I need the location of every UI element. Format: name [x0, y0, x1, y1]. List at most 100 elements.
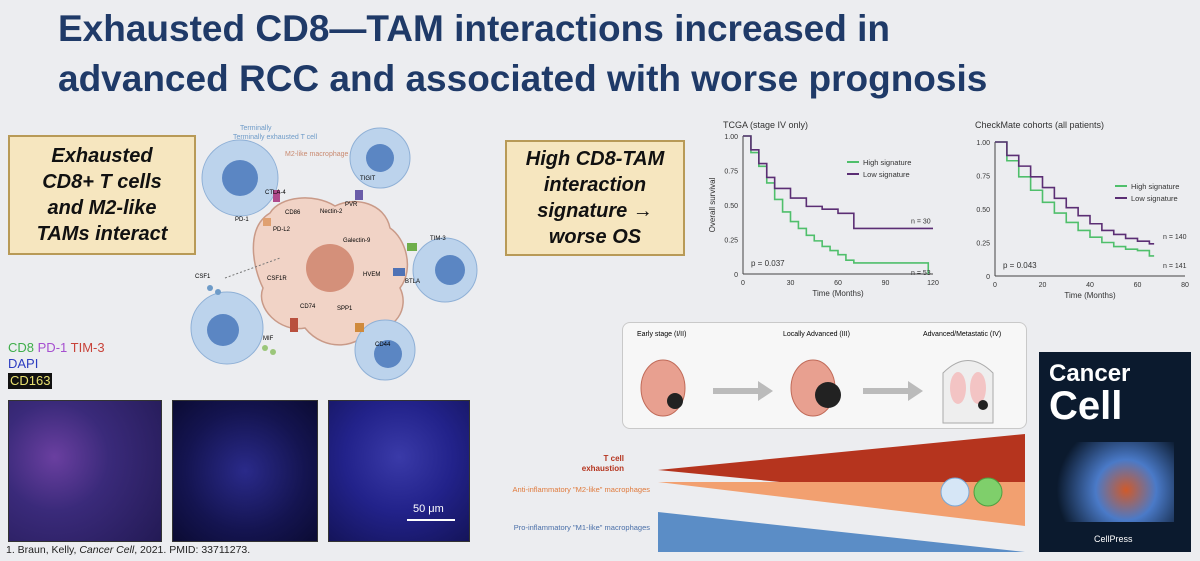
- receptor-mark: [355, 190, 363, 200]
- label-t-cell: Terminally exhausted T cell: [233, 134, 318, 141]
- gradient-m1-macrophages: [658, 512, 1025, 552]
- macrophage-nucleus: [306, 244, 354, 292]
- reference: 1. Braun, Kelly, Cancer Cell, 2021. PMID…: [6, 544, 250, 556]
- cover-title-1: Cancer: [1049, 360, 1131, 387]
- label-exhaustion: exhaustion: [582, 464, 624, 473]
- x-tick-label: 0: [993, 282, 997, 289]
- title-line-1: Exhausted CD8—TAM interactions increased…: [58, 8, 891, 49]
- receptor-mark: [273, 190, 280, 202]
- callout-right-line: worse OS: [548, 226, 642, 248]
- label-m1: Pro-inflammatory "M1-like" macrophages: [514, 523, 650, 532]
- n-label: n = 141: [1163, 263, 1187, 270]
- stage-early: Early stage (I/II): [637, 331, 687, 338]
- stage-illustrations: [640, 359, 994, 424]
- y-tick-label: 1.00: [976, 140, 990, 147]
- tumor-metastatic: [978, 400, 988, 410]
- y-tick-label: 0: [734, 272, 738, 279]
- y-tick-label: 0.75: [976, 174, 990, 181]
- y-tick-label: 1.00: [724, 134, 738, 141]
- receptor-mark: [355, 323, 364, 332]
- x-tick-label: 0: [741, 280, 745, 287]
- y-tick-label: 0.25: [724, 238, 738, 245]
- km-plot-checkmate: CheckMate cohorts (all patients) 0 0.25 0.5…: [975, 120, 1189, 300]
- y-tick-label: 0.25: [976, 241, 990, 248]
- x-axis-label: Time (Months): [1064, 291, 1116, 300]
- cover-title-2: Cell: [1049, 384, 1123, 428]
- receptor-mark: [263, 218, 271, 226]
- x-tick-label: 40: [1086, 282, 1094, 289]
- legend-label: High signature: [1131, 182, 1179, 191]
- y-tick-label: 0.75: [724, 169, 738, 176]
- y-tick-label: 0.50: [976, 207, 990, 214]
- legend-pd1: PD-1: [37, 340, 68, 355]
- arrow-1: [713, 381, 773, 401]
- stain-legend: CD8 PD-1 TIM-3 DAPI CD163: [8, 340, 105, 390]
- t-cell-nucleus: [366, 144, 394, 172]
- label-btla: BTLA: [405, 279, 420, 285]
- t-cell-nucleus: [435, 255, 465, 285]
- callout-left-line: TAMs interact: [36, 223, 168, 245]
- reference-suffix: , 2021. PMID: 33711273.: [134, 544, 251, 556]
- label-cd86: CD86: [285, 210, 301, 216]
- n-label: n = 53: [911, 270, 931, 277]
- macrophage-inset: [973, 477, 1003, 507]
- callout-left-line: CD8+ T cells: [42, 171, 162, 193]
- gradient-m2-macrophages: [658, 482, 1025, 526]
- x-tick-label: 120: [927, 280, 939, 287]
- scale-bar-line: [407, 519, 455, 521]
- label-csf1: CSF1: [195, 274, 211, 280]
- label-tigit: TIGIT: [360, 176, 376, 182]
- y-tick-label: 0: [986, 274, 990, 281]
- x-tick-label: 60: [1134, 282, 1142, 289]
- p-value: p = 0.043: [1003, 261, 1037, 270]
- cytokine-dot: [215, 289, 221, 295]
- receptor-mark: [393, 268, 405, 276]
- t-cell-inset: [940, 477, 970, 507]
- callout-exhausted-cd8: Exhausted CD8+ T cells and M2-like TAMs …: [8, 135, 196, 255]
- cover-artwork: [1054, 442, 1174, 522]
- label-spp1: SPP1: [337, 306, 353, 312]
- callout-high-signature: High CD8-TAM interaction signature → wor…: [505, 140, 685, 256]
- slide-title: Exhausted CD8—TAM interactions increased…: [58, 4, 1198, 104]
- t-cell-nucleus: [222, 160, 258, 196]
- cover-publisher: CellPress: [1094, 534, 1133, 544]
- label-galectin9: Galectin-9: [343, 238, 371, 244]
- receptor-mark: [407, 243, 417, 251]
- micro-image-2: [172, 400, 318, 542]
- legend-cd8: CD8: [8, 340, 35, 355]
- n-label: n = 30: [911, 218, 931, 225]
- x-tick-label: 80: [1181, 282, 1189, 289]
- y-tick-label: 0.50: [724, 203, 738, 210]
- cytokine-dot: [207, 285, 213, 291]
- callout-left-line: and M2-like: [47, 197, 157, 219]
- chart-title: CheckMate cohorts (all patients): [975, 120, 1104, 130]
- label-ctla4: CTLA-4: [265, 190, 286, 196]
- stage-locally-advanced: Locally Advanced (III): [783, 331, 850, 338]
- reference-prefix: 1. Braun, Kelly,: [6, 544, 80, 556]
- km-curve-low: [995, 141, 1155, 245]
- csf1-signal: [224, 257, 281, 279]
- label-t-cell: T cell: [604, 454, 624, 463]
- label-m2: Anti-inflammatory "M2-like" macrophages: [513, 485, 651, 494]
- t-cell-nucleus: [207, 314, 239, 346]
- journal-cover: Cancer Cell CellPress: [1039, 352, 1191, 552]
- reference-journal: Cancer Cell: [79, 544, 135, 556]
- y-axis-label: Overall survival: [708, 177, 717, 232]
- micro-image-3: 50 μm: [328, 400, 470, 542]
- cell-interaction-diagram: Terminally Terminally exhausted T cell M…: [190, 125, 478, 381]
- legend-label: High signature: [863, 158, 911, 167]
- legend-label: Low signature: [1131, 194, 1178, 203]
- label-csf1r: CSF1R: [267, 276, 287, 282]
- t-cell-nucleus: [374, 340, 402, 368]
- scale-bar-label: 50 μm: [413, 503, 444, 515]
- lung-left: [950, 372, 966, 404]
- callout-right-line: High CD8-TAM: [525, 148, 665, 170]
- cytokine-dot: [262, 345, 268, 351]
- cytokine-dot: [270, 349, 276, 355]
- tumor-advanced: [815, 382, 841, 408]
- stage-metastatic: Advanced/Metastatic (IV): [923, 331, 1002, 338]
- label-hvem: HVEM: [363, 272, 380, 278]
- stain-legend-row-1: CD8 PD-1 TIM-3: [8, 340, 105, 356]
- label-macrophage: M2-like macrophage: [285, 151, 349, 158]
- n-label: n = 140: [1163, 234, 1187, 241]
